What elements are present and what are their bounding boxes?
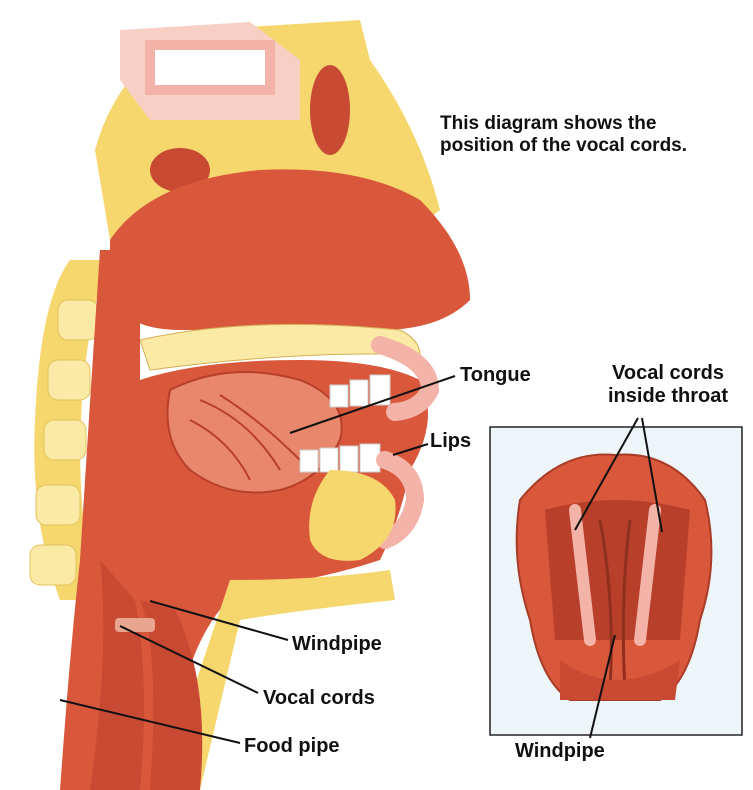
tongue-label: Tongue (460, 364, 531, 387)
vocal-cord-shape (115, 618, 155, 632)
windpipe-label: Windpipe (292, 633, 382, 656)
vocal-cords-inside-throat-label: Vocal cords inside throat (583, 362, 753, 408)
food-pipe-label: Food pipe (244, 735, 340, 758)
caption-line-2: position of the vocal cords. (440, 135, 740, 157)
caption-line-1: This diagram shows the (440, 113, 740, 135)
vocal-cords-label: Vocal cords (263, 687, 375, 710)
vocal-cords-inside-throat-line-2: inside throat (583, 385, 753, 408)
vocal-cords-inside-throat-line-1: Vocal cords (583, 362, 753, 385)
diagram-caption: This diagram shows the position of the v… (440, 113, 740, 157)
inset-larynx (517, 455, 712, 700)
lips-label: Lips (430, 430, 471, 453)
inset-windpipe-label: Windpipe (515, 740, 605, 763)
